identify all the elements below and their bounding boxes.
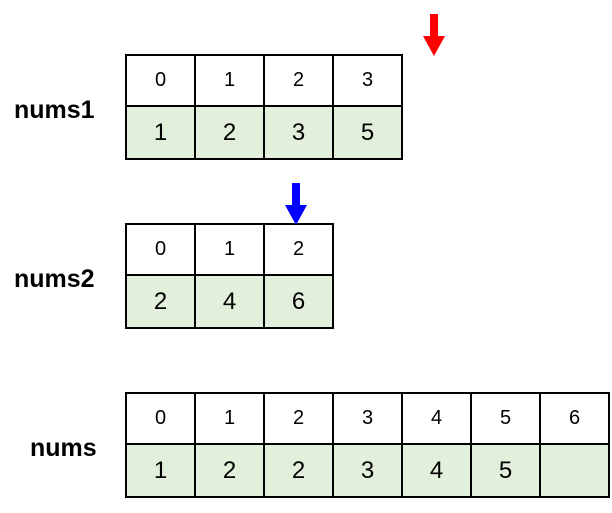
- value-cell: 4: [401, 443, 472, 498]
- nums1-array: 0 1 2 3 1 2 3 5: [125, 54, 403, 160]
- value-cell: 2: [194, 105, 265, 160]
- index-cell: 1: [194, 223, 265, 276]
- index-cell: 2: [263, 54, 334, 107]
- nums2-pointer-down-arrow-icon: [285, 183, 307, 225]
- nums1-label: nums1: [14, 96, 95, 124]
- value-cell: 3: [263, 105, 334, 160]
- index-cell: 2: [263, 392, 334, 445]
- nums2-label: nums2: [14, 265, 95, 293]
- index-cell: 0: [125, 54, 196, 107]
- value-row: 1 2 2 3 4 5: [125, 443, 610, 498]
- index-cell: 0: [125, 392, 196, 445]
- value-cell: 2: [263, 443, 334, 498]
- index-cell: 1: [194, 392, 265, 445]
- value-cell: 1: [125, 443, 196, 498]
- index-cell: 0: [125, 223, 196, 276]
- value-row: 1 2 3 5: [125, 105, 403, 160]
- index-cell: 6: [539, 392, 610, 445]
- value-cell: 2: [125, 274, 196, 329]
- nums2-array: 0 1 2 2 4 6: [125, 223, 334, 329]
- value-cell: 3: [332, 443, 403, 498]
- value-cell: 5: [470, 443, 541, 498]
- index-cell: 2: [263, 223, 334, 276]
- value-cell: 1: [125, 105, 196, 160]
- value-cell: 5: [332, 105, 403, 160]
- index-cell: 3: [332, 392, 403, 445]
- index-cell: 1: [194, 54, 265, 107]
- value-cell: 2: [194, 443, 265, 498]
- index-row: 0 1 2 3 4 5 6: [125, 392, 610, 445]
- value-cell: 6: [263, 274, 334, 329]
- value-cell: [539, 443, 610, 498]
- index-row: 0 1 2: [125, 223, 334, 276]
- index-row: 0 1 2 3: [125, 54, 403, 107]
- nums-array: 0 1 2 3 4 5 6 1 2 2 3 4 5: [125, 392, 610, 498]
- nums-label: nums: [30, 434, 97, 462]
- index-cell: 3: [332, 54, 403, 107]
- index-cell: 5: [470, 392, 541, 445]
- nums1-pointer-down-arrow-icon: [423, 14, 445, 56]
- index-cell: 4: [401, 392, 472, 445]
- value-cell: 4: [194, 274, 265, 329]
- value-row: 2 4 6: [125, 274, 334, 329]
